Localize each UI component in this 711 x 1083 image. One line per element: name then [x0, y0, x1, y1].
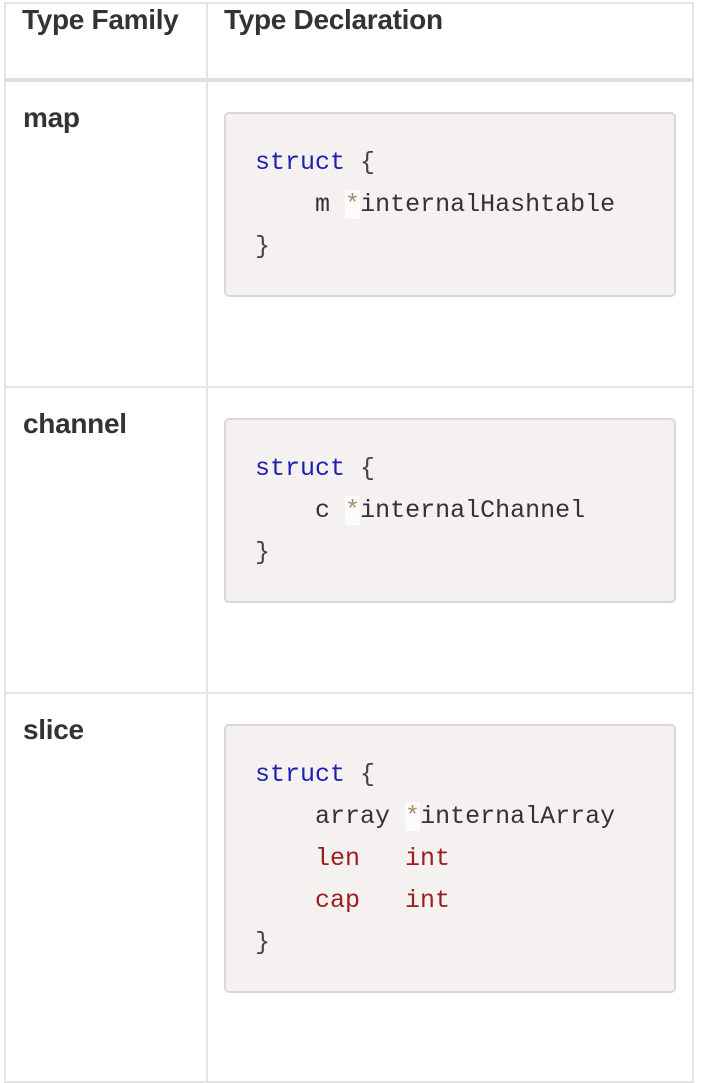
open-brace: { — [345, 454, 376, 483]
open-brace: { — [345, 760, 376, 789]
table-header-row: Type Family Type Declaration — [4, 2, 694, 82]
close-brace: } — [255, 538, 271, 567]
field-type: int — [405, 844, 451, 873]
pointer-symbol: * — [345, 190, 361, 219]
field-type: int — [405, 886, 451, 915]
type-family-cell: slice — [4, 692, 208, 1083]
close-brace: } — [255, 232, 271, 261]
table-row-slice: slice struct { array *internalArray len … — [4, 692, 694, 1083]
gap — [330, 496, 345, 525]
gap — [360, 844, 405, 873]
code-line: struct { — [255, 448, 674, 490]
field-type: internalHashtable — [360, 190, 616, 219]
keyword-struct: struct — [255, 760, 346, 789]
type-family-table: Type Family Type Declaration map struct … — [4, 2, 694, 1083]
code-block: struct { m *internalHashtable } — [224, 112, 676, 297]
table-row-channel: channel struct { c *internalChannel } — [4, 386, 694, 694]
indent — [255, 190, 315, 219]
close-brace: } — [255, 928, 271, 957]
gap — [330, 190, 345, 219]
gap — [390, 802, 405, 831]
pointer-symbol: * — [345, 496, 361, 525]
code-line: } — [255, 226, 674, 268]
code-line: len int — [255, 838, 674, 880]
code-line: m *internalHashtable — [255, 184, 674, 226]
code-block: struct { c *internalChannel } — [224, 418, 676, 603]
type-declaration-cell: struct { array *internalArray len int ca… — [206, 692, 694, 1083]
keyword-struct: struct — [255, 454, 346, 483]
type-declaration-cell: struct { m *internalHashtable } — [206, 79, 694, 388]
code-line: struct { — [255, 142, 674, 184]
type-declaration-cell: struct { c *internalChannel } — [206, 386, 694, 694]
header-type-declaration: Type Declaration — [206, 2, 694, 82]
open-brace: { — [345, 148, 376, 177]
type-family-cell: map — [4, 79, 208, 388]
table-row-map: map struct { m *internalHashtable } — [4, 79, 694, 388]
indent — [255, 802, 315, 831]
field-name: c — [315, 496, 331, 525]
field-name: array — [315, 802, 391, 831]
field-type: internalArray — [420, 802, 616, 831]
code-line: array *internalArray — [255, 796, 674, 838]
field-name: cap — [315, 886, 361, 915]
field-name: m — [315, 190, 331, 219]
indent — [255, 844, 315, 873]
indent — [255, 496, 315, 525]
indent — [255, 886, 315, 915]
field-name: len — [315, 844, 361, 873]
type-family-cell: channel — [4, 386, 208, 694]
gap — [360, 886, 405, 915]
code-line: c *internalChannel — [255, 490, 674, 532]
keyword-struct: struct — [255, 148, 346, 177]
field-type: internalChannel — [360, 496, 586, 525]
code-block: struct { array *internalArray len int ca… — [224, 724, 676, 993]
code-line: } — [255, 532, 674, 574]
code-line: struct { — [255, 754, 674, 796]
code-line: } — [255, 922, 674, 964]
header-type-family: Type Family — [4, 2, 208, 82]
pointer-symbol: * — [405, 802, 421, 831]
code-line: cap int — [255, 880, 674, 922]
